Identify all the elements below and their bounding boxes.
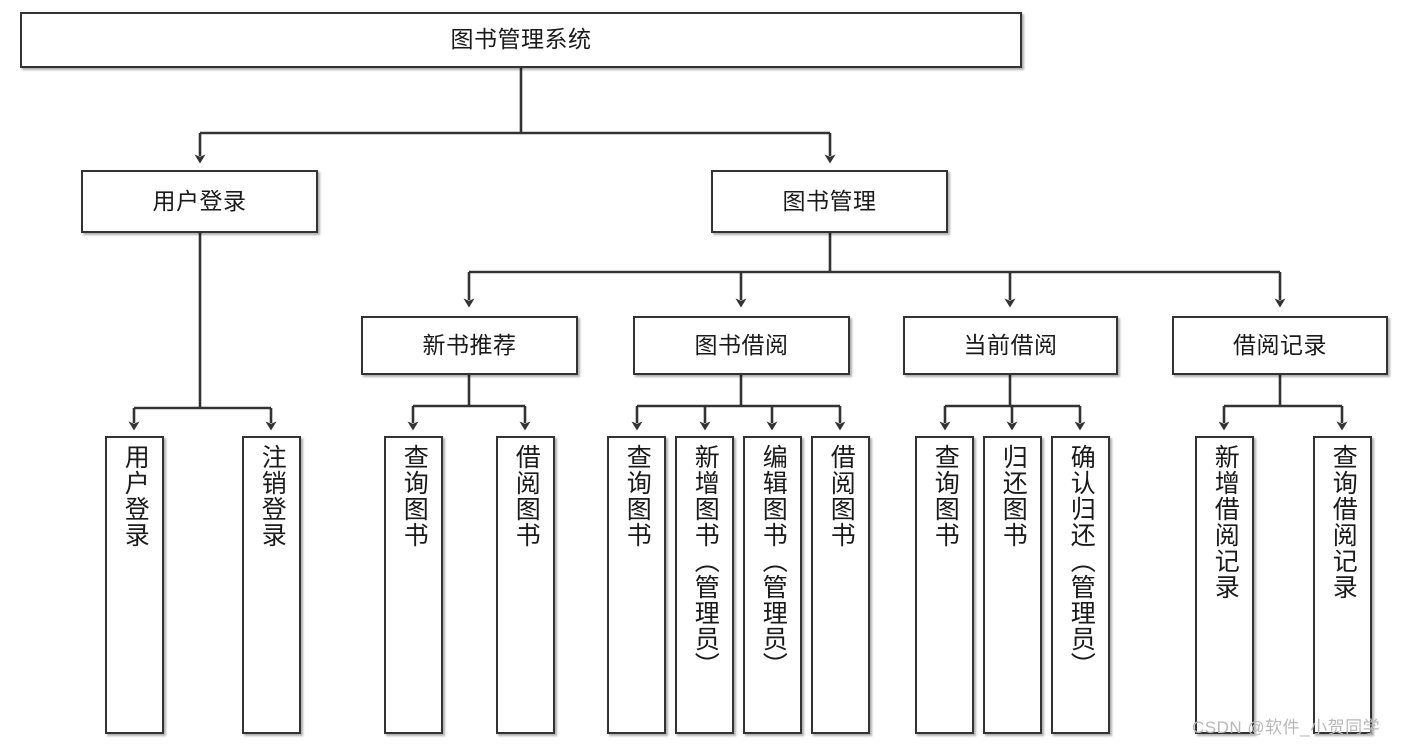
node-borrow-record-label: 借阅记录 — [1233, 331, 1327, 358]
node-leaf-borrow-book-1-label: 借阅图书 — [512, 444, 541, 548]
node-leaf-edit-book-label: 编辑图书（管理员） — [759, 444, 788, 678]
node-leaf-query-book-3-label: 查询图书 — [931, 444, 960, 548]
node-user-login[interactable]: 用户登录 — [81, 170, 318, 233]
node-leaf-query-record-label: 查询借阅记录 — [1329, 444, 1358, 600]
node-book-manage-label: 图书管理 — [782, 187, 877, 214]
node-new-book-rec[interactable]: 新书推荐 — [361, 316, 578, 375]
node-leaf-return-book-label: 归还图书 — [999, 444, 1028, 548]
node-leaf-query-book-1[interactable]: 查询图书 — [384, 436, 443, 734]
node-leaf-return-book[interactable]: 归还图书 — [983, 436, 1042, 734]
node-leaf-add-book[interactable]: 新增图书（管理员） — [675, 436, 734, 734]
node-root[interactable]: 图书管理系统 — [20, 12, 1022, 68]
node-borrow-record[interactable]: 借阅记录 — [1172, 316, 1388, 375]
node-leaf-add-record[interactable]: 新增借阅记录 — [1195, 436, 1254, 734]
node-new-book-rec-label: 新书推荐 — [422, 331, 517, 358]
node-book-manage[interactable]: 图书管理 — [711, 170, 948, 233]
node-current-borrow[interactable]: 当前借阅 — [903, 316, 1118, 375]
node-leaf-query-book-2-label: 查询图书 — [623, 444, 652, 548]
node-leaf-user-logout-label: 注销登录 — [258, 444, 287, 548]
node-leaf-add-book-label: 新增图书（管理员） — [691, 444, 720, 678]
node-leaf-query-record[interactable]: 查询借阅记录 — [1313, 436, 1372, 734]
node-leaf-borrow-book-2-label: 借阅图书 — [827, 444, 856, 548]
csdn-watermark: CSDN @软件_小贺同学 — [1192, 718, 1381, 737]
node-leaf-query-book-1-label: 查询图书 — [400, 444, 429, 548]
node-book-borrow[interactable]: 图书借阅 — [633, 316, 850, 375]
node-leaf-query-book-2[interactable]: 查询图书 — [607, 436, 666, 734]
node-leaf-borrow-book-1[interactable]: 借阅图书 — [496, 436, 555, 734]
node-leaf-borrow-book-2[interactable]: 借阅图书 — [811, 436, 870, 734]
node-book-borrow-label: 图书借阅 — [694, 331, 789, 358]
node-leaf-confirm-return[interactable]: 确认归还（管理员） — [1051, 436, 1110, 734]
node-leaf-confirm-return-label: 确认归还（管理员） — [1067, 444, 1096, 678]
node-leaf-add-record-label: 新增借阅记录 — [1211, 444, 1240, 600]
node-current-borrow-label: 当前借阅 — [963, 331, 1058, 358]
node-user-login-label: 用户登录 — [152, 187, 247, 214]
node-leaf-query-book-3[interactable]: 查询图书 — [915, 436, 974, 734]
node-root-label: 图书管理系统 — [450, 26, 592, 53]
node-leaf-user-logout[interactable]: 注销登录 — [242, 436, 301, 734]
node-leaf-user-login-label: 用户登录 — [121, 444, 150, 548]
node-leaf-edit-book[interactable]: 编辑图书（管理员） — [743, 436, 802, 734]
node-leaf-user-login[interactable]: 用户登录 — [105, 436, 164, 734]
